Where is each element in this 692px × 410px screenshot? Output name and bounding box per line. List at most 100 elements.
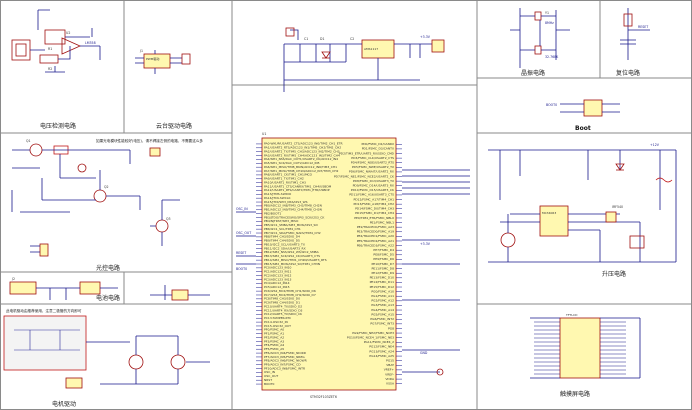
- boot0-net: BOOT0: [546, 103, 557, 107]
- mcu-pin-label: PA2/USART2_TX/TIM5_CH3/ADC123_IN2/TIM2_C…: [264, 149, 340, 153]
- mcu-pin-label: PF0/FSMC_A0: [264, 328, 284, 332]
- mcu-pin-label: PD7/FSMC_NE1/FSMC_NCE2/USART2_CK: [334, 174, 395, 178]
- mcu-pin-label: PB12/SPI2_NSS/I2S2_WS/I2C2_SMBA: [264, 250, 320, 254]
- crystal-circuit: Y1 8MHz 32.768K 晶振电路: [510, 8, 570, 77]
- mcu-pin-label: PC10/UART4_TX/SDIO_D2: [264, 304, 302, 308]
- mcu-pin-label: PD4/FSMC_NOE/USART2_RTS: [351, 161, 394, 165]
- mcu-pin-label: PE6/TRACED3/FSMC_A22: [357, 243, 394, 247]
- photo-note: 如果光电模块性能较好(电压)，请不焊接左侧的电路，不需要这么多: [96, 138, 203, 143]
- boost-circuit: MC34063 IRF540 +12V 升压电路: [488, 143, 677, 278]
- boot-circuit: BOOT0 Boot: [546, 99, 620, 132]
- mcu-pin-label: PA4/SPI1_NSS/DAC_OUT1/USART2_CK/ADC12_IN…: [264, 157, 338, 161]
- mcu-pin-label: PE14/FSMC_D11: [370, 280, 395, 284]
- mcu-pin-label: PG10/FSMC_NCE4_1/FSMC_NE3: [347, 335, 394, 339]
- photo-title: 光控电路: [96, 264, 120, 272]
- boost-chip-label: MC34063: [542, 211, 556, 215]
- pan-chip-label: PWM驱动: [146, 56, 159, 61]
- mcu-pin-label: PF3/FSMC_A3: [264, 339, 284, 343]
- mcu-pin-label: PG11/FSMC_NCE4_2: [364, 340, 394, 344]
- mcu-pin-label: PG9/FSMC_NE2/FSMC_NCE3: [352, 331, 394, 335]
- mcu-pin-label: PF4/FSMC_A4: [264, 343, 284, 347]
- mcu-pin-label: PE3/TRACED0/FSMC_A19: [357, 230, 394, 234]
- mcu-pin-label: PG13/FSMC_A24: [369, 349, 394, 353]
- mcu-pin-label: PD11/FSMC_A16/USART3_CTS: [349, 193, 394, 197]
- mcu-pin-label: PD10/FSMC_D15/USART3_CK: [351, 188, 395, 192]
- battery-circuit: J2 电池电路: [9, 277, 120, 302]
- mcu-ref: U1: [262, 132, 266, 136]
- mcu-pin-label: VBAT: [386, 363, 394, 367]
- mcu-pin-label: PF10/ADC3_IN8/FSMC_INTR: [264, 366, 305, 370]
- mcu-pin-label: PD12/FSMC_A17/TIM4_CH1: [353, 197, 394, 201]
- motor-note: 此电机驱动由推荐使用，注意二极管的方向即可: [6, 308, 82, 313]
- motor-driver-circuit: 此电机驱动由推荐使用，注意二极管的方向即可 电机驱动: [3, 308, 210, 408]
- svg-text:J2: J2: [11, 277, 15, 281]
- mcu-pin-label: PC0/ADC123_IN10: [264, 266, 292, 270]
- mcu-pin-label: PG7/FSMC_INT3: [370, 322, 394, 326]
- mcu-net-gnd: GND: [420, 351, 428, 355]
- mcu-pin-label: PD3/FSMC_CLK/USART2_CTS: [351, 156, 394, 160]
- mcu-pin-label: PE7/FSMC_D4: [373, 248, 394, 252]
- svg-text:U2: U2: [66, 31, 70, 35]
- mcu-left-pins: PA0-WKUP/USART2_CTS/ADC123_IN0/TIM2_CH1_…: [256, 142, 343, 386]
- mcu-pin-label: PC8/TIM8_CH3/SDIO_D0: [264, 297, 300, 301]
- voltage-detect-title: 电压检测电路: [40, 122, 76, 130]
- mcu-pin-label: PA8/USART1_CK/TIM1_CH1/MCO: [264, 173, 313, 177]
- photo-control-circuit: 如果光电模块性能较好(电压)，请不焊接左侧的电路，不需要这么多 Q1 Q2 Q3…: [11, 138, 203, 272]
- mcu-pin-label: PF9/ADC3_IN7/FSMC_CD: [264, 362, 301, 366]
- mcu-pin-label: PB3/JTDO/TRACESWO/SPI3_SCK/I2S3_CK: [264, 215, 325, 219]
- crystal-title: 晶振电路: [521, 69, 545, 77]
- mcu-pin-label: OSC_IN: [264, 370, 275, 374]
- mcu-pin-label: PA10/USART1_RX/TIM1_CH3: [264, 180, 306, 184]
- svg-text:R2: R2: [48, 67, 52, 71]
- display-chip-label: TFTLCD: [565, 313, 578, 317]
- mcu-pin-label: PB15/SPI2_MOSI/I2S2_SD/TIM1_CH3N: [264, 262, 320, 266]
- mcu-pin-label: PC4/ADC12_IN14: [264, 281, 290, 285]
- mcu-pin-label: PD9/FSMC_D14/USART3_RX: [353, 184, 394, 188]
- mcu-pin-label: PA15/JTDI/SPI3_NSS/I2S3_WS: [264, 200, 308, 204]
- display-circuit: TFTLCD 触摸屏电路: [530, 313, 641, 398]
- mcu-pin-label: PB1/ADC12_IN9/TIM3_CH4/TIM8_CH3N: [264, 208, 322, 212]
- mcu-pin-label: PC12/UART5_TX/SDIO_CK: [264, 312, 303, 316]
- voltage-detect-circuit: LM358 U2 R1 R2 电压检测电路: [11, 9, 101, 130]
- mcu-pin-label: PF7/ADC3_IN5/FSMC_NREG: [264, 355, 305, 359]
- mcu-pin-label: PG14/FSMC_A25: [369, 354, 394, 358]
- mcu-pin-label: PF8/ADC3_IN6/FSMC_NIOWR: [264, 359, 307, 363]
- mcu-pin-label: PB5/I2C1_SMBA/SPI3_MOSI/I2S3_SD: [264, 223, 318, 227]
- display-title: 触摸屏电路: [560, 390, 590, 398]
- mcu-pin-label: NRST: [264, 378, 272, 382]
- mcu-pin-label: PE2/TRACECK/FSMC_A23: [357, 225, 394, 229]
- mcu-pin-label: PC15-OSC32_OUT: [264, 324, 291, 328]
- mcu-pin-label: PD15/FSMC_D1/TIM4_CH4: [355, 211, 394, 215]
- mcu-pin-label: PG0/FSMC_A10: [371, 289, 394, 293]
- mcu-pin-label: PE15/FSMC_D12: [370, 285, 395, 289]
- mcu-pin-label: PG12/FSMC_NE4: [369, 345, 394, 349]
- regulator-net-label: +3.3V: [420, 35, 431, 39]
- mcu-pin-label: PB6/I2C1_SCL/TIM4_CH1: [264, 227, 301, 231]
- mcu-pin-label: PA7/SPI1_MOSI/TIM8_CH1N/ADC12_IN7/TIM3_C…: [264, 169, 338, 173]
- svg-text:C2: C2: [350, 37, 354, 41]
- display-pins: [534, 321, 626, 375]
- regulator-circuit: AMS1117 C1 D1 C2 +3.3V: [283, 27, 445, 92]
- mcu-net-osc-in: OSC_IN: [236, 207, 248, 211]
- svg-text:Q2: Q2: [104, 185, 109, 189]
- mcu-pin-label: PA14/JTCK-SWCLK: [264, 196, 292, 200]
- mcu-pin-label: PG2/FSMC_A12: [371, 299, 394, 303]
- svg-text:D1: D1: [320, 37, 324, 41]
- mcu-pin-label: PD14/FSMC_D0/TIM4_CH3: [355, 207, 394, 211]
- mcu-pin-label: PE5/TRACED2/FSMC_A21: [357, 239, 394, 243]
- svg-text:R1: R1: [48, 47, 52, 51]
- crystal32-freq: 32.768K: [545, 55, 559, 59]
- mcu-pin-label: PB0/ADC12_IN8/TIM3_CH3/TIM8_CH2N: [264, 204, 322, 208]
- mcu-pin-label: PG4/FSMC_A14: [371, 308, 394, 312]
- mcu-pin-label: PB9/TIM4_CH4/SDIO_D5: [264, 239, 300, 243]
- mcu-pin-label: PF6/ADC3_IN4/FSMC_NIORD: [264, 351, 307, 355]
- mcu-pin-label: PC14-OSC32_IN: [264, 320, 288, 324]
- svg-text:Q1: Q1: [26, 139, 31, 143]
- mcu-pin-label: PA9/USART1_TX/TIM1_CH2: [264, 177, 304, 181]
- mcu-pin-label: PB14/SPI2_MISO/TIM1_CH2N/USART3_RTS: [264, 258, 327, 262]
- regulator-chip-label: AMS1117: [364, 47, 378, 51]
- mcu-pin-label: PE9/FSMC_D6: [373, 257, 394, 261]
- mcu-pin-label: PB7/I2C1_SDA/FSMC_NADV/TIM4_CH2: [264, 231, 321, 235]
- svg-text:Q3: Q3: [166, 217, 171, 221]
